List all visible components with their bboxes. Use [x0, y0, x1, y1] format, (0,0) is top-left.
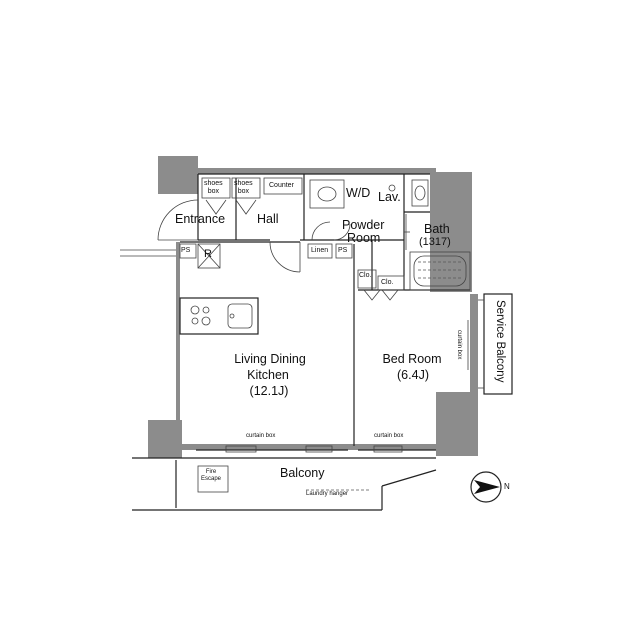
room-ldk-size: (12.1J)	[249, 384, 289, 398]
refrigerator-box	[197, 243, 221, 269]
linen-label: Linen	[311, 247, 329, 254]
room-powder-line2: Room	[347, 231, 381, 245]
room-bed-size: (6.4J)	[397, 368, 429, 382]
room-service-balcony: Service Balcony	[494, 300, 506, 383]
room-ldk-line2: Kitchen	[247, 368, 289, 382]
refrigerator-label: R	[204, 248, 212, 260]
room-ldk-line1: Living Dining	[234, 352, 306, 366]
room-wd: W/D	[346, 186, 371, 200]
laundry-area	[309, 179, 429, 209]
room-bed: Bed Room	[382, 352, 442, 366]
north-compass	[470, 471, 502, 503]
curtain-box-label-ldk: curtain box	[246, 433, 276, 439]
compass-north-label: N	[504, 482, 510, 491]
balcony-windows	[196, 445, 436, 453]
shoes-box-label-2: shoes box	[234, 180, 253, 196]
room-entrance: Entrance	[175, 212, 226, 226]
balcony-outline	[132, 457, 437, 511]
ps-label-left: PS	[181, 247, 191, 254]
storage-outlines	[201, 177, 303, 215]
fire-escape-label: Fire Escape	[201, 469, 222, 482]
room-hall: Hall	[257, 212, 279, 226]
closet-label-1: Clo.	[359, 272, 372, 279]
room-bath: Bath	[424, 222, 450, 236]
shoes-box-label-1: shoes box	[204, 180, 223, 196]
room-bath-size: (1317)	[419, 236, 451, 248]
kitchen-counter	[179, 297, 259, 335]
curtain-box-label-side: curtain box	[456, 330, 462, 360]
room-lav: Lav.	[378, 190, 401, 204]
exterior-walls	[148, 156, 478, 458]
service-balcony	[467, 293, 513, 395]
closets	[357, 269, 405, 301]
linen-box	[307, 243, 333, 259]
laundry-hanger-label: Laundry hanger	[306, 491, 349, 497]
room-powder-line1: Powder	[342, 218, 385, 232]
room-balcony: Balcony	[280, 466, 325, 480]
ldk-door-swing	[269, 241, 301, 273]
ps-box-left	[179, 243, 197, 259]
powder-door-swing-2	[333, 223, 351, 241]
counter-label: Counter	[269, 182, 294, 189]
powder-door-swing	[311, 221, 331, 241]
refrigerator-diag-2	[197, 243, 221, 269]
curtain-box-label-bed: curtain box	[374, 433, 404, 439]
ps-label-right: PS	[338, 247, 348, 254]
entrance-door	[120, 199, 199, 257]
closet-label-2: Clo.	[381, 279, 394, 286]
ps-box-right	[335, 243, 353, 259]
bathtub	[404, 214, 471, 291]
